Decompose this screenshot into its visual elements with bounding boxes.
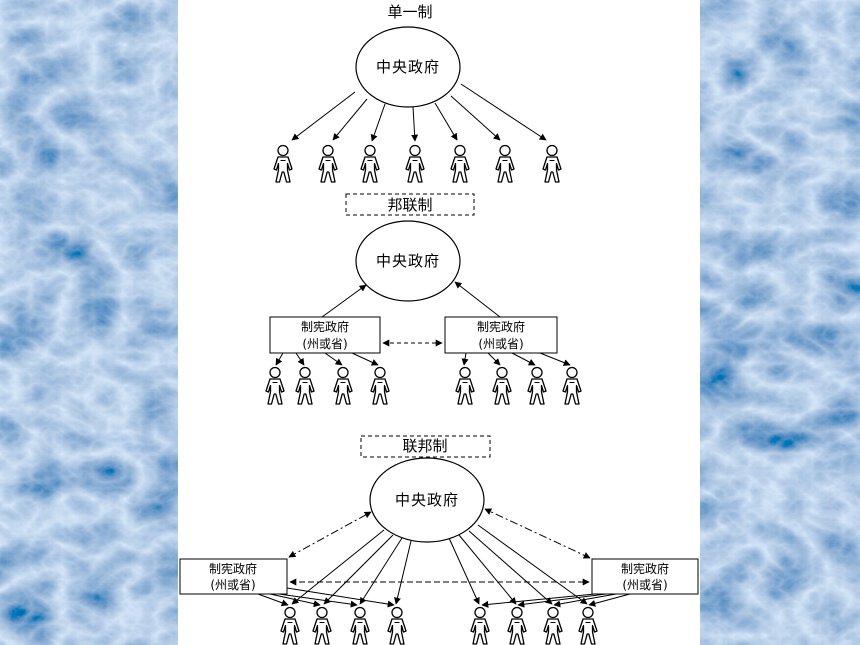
arrow [323,534,394,605]
arrow [481,593,596,608]
unitary-system-section: 单一制 中央政府 [273,3,562,183]
arrow [458,534,517,605]
state-government-box-left: 制宪政府 (州或省) [269,316,381,354]
person-icon [295,366,315,405]
arrow [450,95,501,141]
central-government-node [355,26,461,108]
arrow [539,352,571,366]
arrow [275,352,284,366]
federation-arrows [257,508,631,608]
person-icon [387,606,407,645]
arrow [460,83,547,141]
state-government-name: 制宪政府 [301,319,349,334]
state-government-note: (州或省) [478,337,523,351]
person-icon [527,366,547,405]
person-icon [543,606,563,645]
central-government-label: 中央政府 [376,252,440,270]
state-government-note: (州或省) [210,578,255,592]
central-government-node [369,457,485,543]
state-government-name: 制宪政府 [477,319,525,334]
unitary-title: 单一制 [387,3,432,21]
arrow [434,102,458,141]
arrow [411,106,419,142]
person-icon [360,144,380,183]
federation-title-box [360,435,491,458]
state-government-name: 制宪政府 [209,561,257,576]
arrow [517,593,607,608]
arrow [477,524,588,605]
central-government-label: 中央政府 [395,491,459,509]
federation-title: 联邦制 [402,437,447,455]
unitary-citizens [273,144,562,183]
arrow [454,281,501,318]
confederation-system-section: 邦联制 中央政府 制宪政府 (州或省) 制宪政府 (州或省) [265,193,582,405]
confederation-arrows [275,281,571,366]
arrow [461,352,469,366]
person-icon [405,144,425,183]
arrow [324,352,343,366]
arrow [351,352,379,366]
arrow [553,593,617,608]
confederation-title: 邦联制 [387,196,432,214]
arrow [286,587,395,608]
arrow [278,593,358,608]
arrow [332,98,368,141]
federation-system-section: 联邦制 中央政府 制宪政府 (州或省) 制宪政府 (州或省) [179,435,699,645]
arrow [394,540,412,605]
unitary-arrows [291,83,547,142]
arrow [269,593,321,608]
state-government-note: (州或省) [302,337,347,351]
person-icon [318,144,338,183]
arrow [588,593,631,607]
central-government-node [355,220,461,302]
arrow [291,91,356,141]
state-government-box-right: 制宪政府 (州或省) [444,316,558,354]
arrow [321,284,367,318]
central-government-label: 中央政府 [376,58,440,76]
confederation-title-box [345,193,475,216]
state-government-box-right: 制宪政府 (州或省) [591,558,699,595]
arrow [487,352,501,366]
federation-citizens [280,606,598,645]
person-icon [492,366,512,405]
arrow [468,530,553,605]
person-icon [507,606,527,645]
arrow [257,593,289,607]
person-icon [578,606,598,645]
arrow [511,352,536,366]
bidirectional-arrow [484,508,591,559]
confederation-citizens [265,366,582,405]
person-icon [333,366,353,405]
person-icon [562,366,582,405]
person-icon [350,606,370,645]
state-government-name: 制宪政府 [621,561,669,576]
state-government-note: (州或省) [622,578,667,592]
arrow [448,537,480,605]
person-icon [273,144,293,183]
person-icon [370,366,390,405]
person-icon [265,366,285,405]
person-icon [280,606,300,645]
person-icon [455,366,475,405]
person-icon [450,144,470,183]
arrow [295,352,305,366]
person-icon [312,606,332,645]
person-icon [470,606,490,645]
state-government-box-left: 制宪政府 (州或省) [179,558,288,595]
person-icon [495,144,515,183]
arrow [370,103,386,142]
person-icon [542,144,562,183]
arrow [359,537,403,605]
